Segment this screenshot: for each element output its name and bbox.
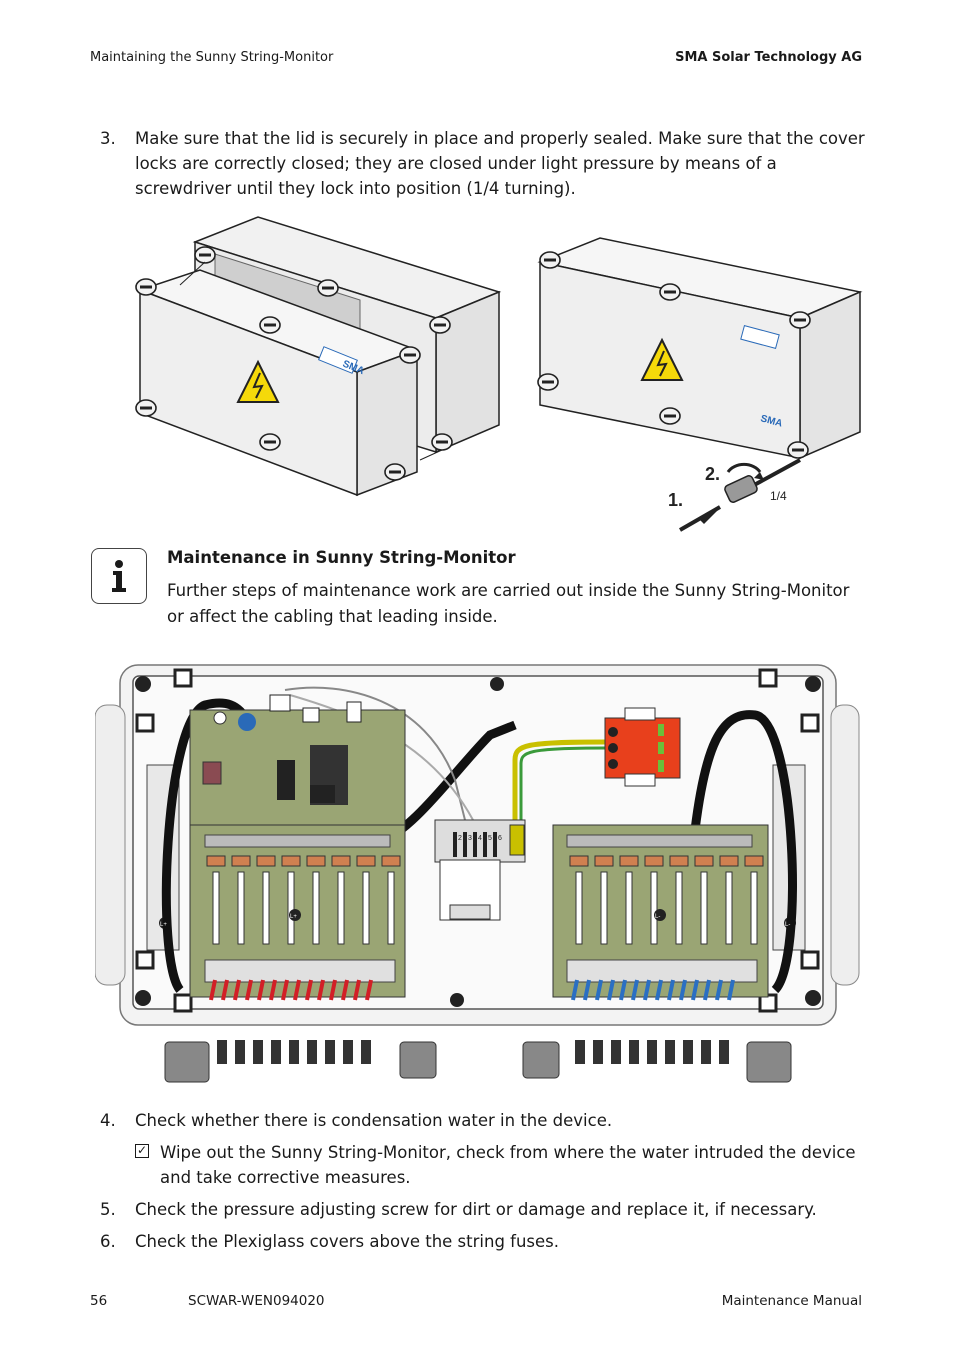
step-3: 3. Make sure that the lid is securely in… [0, 126, 954, 206]
step-text: Make sure that the lid is securely in pl… [135, 129, 865, 198]
step-text: Check the Plexiglass covers above the st… [135, 1232, 560, 1251]
bus-label-left-inner: L+ [290, 914, 297, 920]
page-number: 56 [90, 1293, 108, 1309]
open-enclosure [135, 216, 502, 497]
terminal-number-5: 5 [488, 835, 492, 842]
document-id: SCWAR-WEN094020 [188, 1293, 325, 1309]
callout-1: 1. [668, 490, 683, 510]
terminal-number-6: 6 [498, 835, 502, 842]
info-body: Further steps of maintenance work are ca… [167, 581, 850, 626]
step-number: 6. [100, 1232, 116, 1251]
callout-2: 2. [705, 464, 720, 484]
step-5: 5. Check the pressure adjusting screw fo… [0, 1197, 954, 1222]
step-6: 6. Check the Plexiglass covers above the… [0, 1229, 954, 1254]
info-icon [91, 548, 147, 604]
terminal-number-3: 3 [468, 835, 472, 842]
result-text: Wipe out the Sunny String-Monitor, check… [160, 1143, 856, 1187]
bus-label-left-outer: L+ [160, 922, 167, 928]
interior-figure: 2 3 4 5 6 L+ L+ L [95, 664, 860, 1083]
bus-label-right-inner: L- [655, 914, 660, 920]
checkbox-icon: ✓ [135, 1143, 149, 1158]
header-section-title: Maintaining the Sunny String-Monitor [90, 50, 334, 65]
step-4: 4. Check whether there is condensation w… [0, 1108, 954, 1133]
terminal-number-2: 2 [458, 835, 462, 842]
document-type: Maintenance Manual [721, 1293, 862, 1309]
lid-closing-figure: SMA SMA 2. 1. 1/4 [135, 216, 863, 532]
right-fuse-row [566, 834, 764, 1001]
step-number: 3. [100, 129, 116, 148]
info-title: Maintenance in Sunny String-Monitor [167, 548, 516, 567]
terminal-number-4: 4 [478, 835, 482, 842]
header-company: SMA Solar Technology AG [675, 50, 862, 65]
step-text: Check the pressure adjusting screw for d… [135, 1200, 817, 1219]
left-fuse-row [204, 834, 401, 1001]
step-number: 4. [100, 1111, 116, 1130]
bus-label-right-outer: L- [785, 922, 790, 928]
quarter-turn-label: 1/4 [770, 489, 787, 503]
closed-enclosure [537, 237, 863, 532]
step-number: 5. [100, 1200, 116, 1219]
step-text: Check whether there is condensation wate… [135, 1111, 613, 1130]
